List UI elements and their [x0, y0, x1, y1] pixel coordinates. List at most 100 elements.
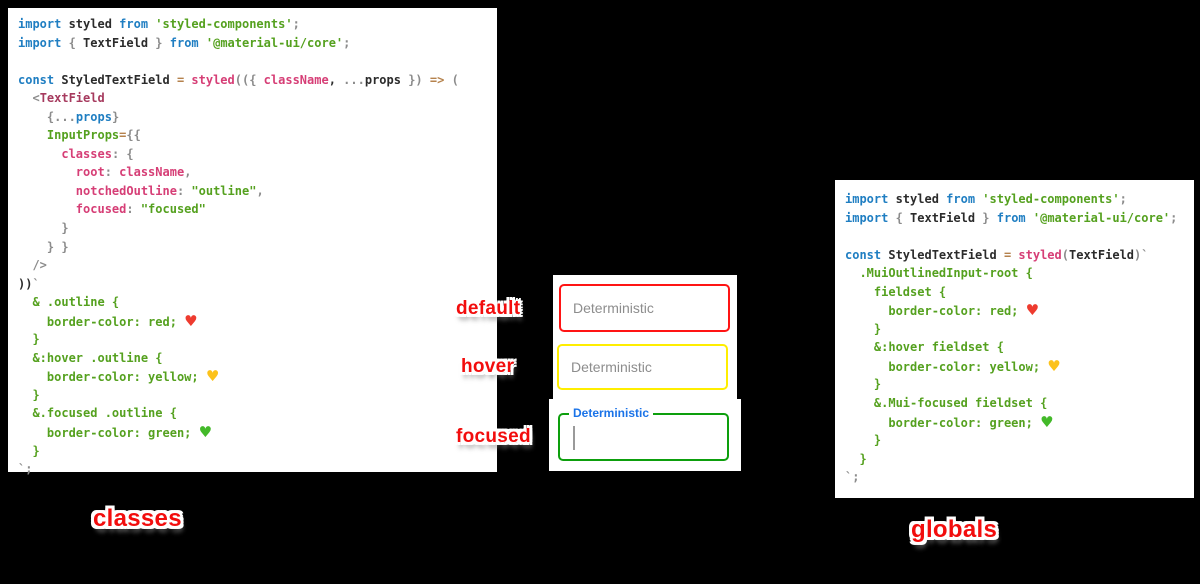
code-token: :	[111, 146, 127, 161]
code-token: border-color: red;	[18, 314, 185, 329]
code-token: classes	[61, 146, 112, 161]
code-token: ;	[1119, 192, 1127, 206]
globals-code-panel: import styled from 'styled-components';i…	[835, 180, 1194, 498]
code-token: `;	[845, 470, 860, 485]
code-token: }	[845, 377, 882, 392]
textfield-demo-panel-focused: Deterministic	[549, 399, 741, 471]
code-token: "focused"	[140, 202, 206, 217]
code-token: "outline"	[191, 183, 257, 198]
code-token	[423, 73, 430, 87]
code-line: focused: "focused"	[18, 200, 497, 219]
code-line: import styled from 'styled-components';	[18, 15, 497, 34]
code-token: TextField	[1069, 247, 1135, 262]
code-token: import	[18, 35, 69, 50]
code-line: import { TextField } from '@material-ui/…	[18, 34, 497, 53]
code-token: :	[126, 202, 141, 217]
code-line: {...props}	[18, 108, 497, 127]
code-line: &:hover .outline {	[18, 349, 497, 368]
code-line: }	[18, 442, 497, 461]
green-heart-icon: ♥	[198, 423, 213, 442]
code-token: ;	[292, 17, 300, 31]
code-token: '@material-ui/core'	[205, 35, 344, 50]
code-token	[18, 202, 76, 216]
code-line: `;	[18, 460, 497, 479]
code-token: {	[68, 35, 84, 50]
code-line: InputProps={{	[18, 126, 497, 145]
code-token: =	[119, 128, 127, 143]
green-heart-icon: ♥	[1040, 412, 1054, 431]
code-line: border-color: yellow; ♥	[845, 357, 1194, 376]
code-token: props	[364, 72, 401, 87]
code-token: border-color: yellow;	[845, 359, 1048, 374]
annotation-default: default	[456, 298, 521, 319]
code-line: border-color: red; ♥	[845, 301, 1194, 320]
code-line: &.focused .outline {	[18, 404, 497, 423]
code-token: focused	[75, 202, 127, 217]
code-token: 'styled-components'	[155, 17, 293, 31]
code-token: }	[148, 35, 170, 50]
code-line: const StyledTextField = styled(TextField…	[845, 246, 1194, 265]
textfield-focused[interactable]: Deterministic	[558, 406, 729, 461]
code-line: }	[18, 219, 497, 238]
code-token: }	[18, 387, 40, 402]
code-line: border-color: red; ♥	[18, 312, 497, 331]
code-token: :	[176, 183, 192, 198]
code-token: StyledTextField	[61, 72, 177, 87]
code-line: } }	[18, 238, 497, 257]
code-token: import	[18, 17, 69, 31]
code-block-classes: import styled from 'styled-components';i…	[8, 8, 497, 479]
code-token	[18, 110, 47, 124]
code-line: border-color: green; ♥	[18, 423, 497, 442]
code-token: ))	[18, 276, 33, 291]
code-token: border-color: green;	[18, 426, 199, 441]
code-token: `	[1141, 247, 1149, 262]
code-token: TextField	[83, 35, 149, 50]
code-token: (	[444, 72, 459, 87]
textfield-focused-input[interactable]	[560, 415, 727, 459]
code-token: {{	[126, 128, 141, 143]
code-block-globals: import styled from 'styled-components';i…	[835, 180, 1194, 487]
code-line: & .outline {	[18, 293, 497, 312]
code-token: styled	[1018, 247, 1062, 262]
code-token: ,	[184, 165, 192, 180]
code-token: TextField	[39, 91, 105, 106]
code-token: root	[75, 165, 105, 180]
code-token: )	[1134, 247, 1142, 262]
code-token: ,	[328, 72, 344, 87]
code-line: }	[18, 386, 497, 405]
code-token: border-color: green;	[845, 415, 1041, 430]
code-line: border-color: yellow; ♥	[18, 367, 497, 386]
annotation-focused: focused	[456, 426, 531, 447]
code-token: }	[845, 451, 867, 466]
code-token: {	[46, 109, 55, 124]
code-token: =	[1003, 247, 1019, 262]
code-token: TextField	[910, 210, 976, 225]
code-token: (	[1061, 247, 1069, 262]
code-line: root: className,	[18, 163, 497, 182]
code-line: &:hover fieldset {	[845, 338, 1194, 357]
code-line	[18, 52, 497, 71]
code-token: ...	[343, 72, 365, 87]
code-token: ;	[1170, 210, 1178, 225]
code-token: '@material-ui/core'	[1032, 210, 1171, 225]
code-token: props	[75, 109, 112, 124]
code-token: }	[18, 443, 40, 458]
textfield-default[interactable]	[559, 284, 730, 332]
annotation-hover: hover	[461, 356, 515, 377]
code-token	[18, 91, 32, 105]
code-token: {	[895, 210, 911, 225]
code-line: classes: {	[18, 145, 497, 164]
code-token: const	[18, 72, 62, 87]
annotation-globals: globals	[911, 516, 998, 543]
code-line: }	[845, 320, 1194, 339]
text-caret-icon	[573, 426, 575, 450]
code-token: `;	[18, 462, 33, 477]
textfield-hover[interactable]	[557, 344, 728, 390]
code-token: }	[111, 109, 120, 124]
code-line: `;	[845, 468, 1194, 487]
code-line: const StyledTextField = styled(({ classN…	[18, 71, 497, 90]
code-line: }	[845, 431, 1194, 450]
code-token: />	[18, 258, 47, 273]
code-token: import	[845, 192, 896, 206]
textfield-demo-panel	[553, 275, 737, 399]
